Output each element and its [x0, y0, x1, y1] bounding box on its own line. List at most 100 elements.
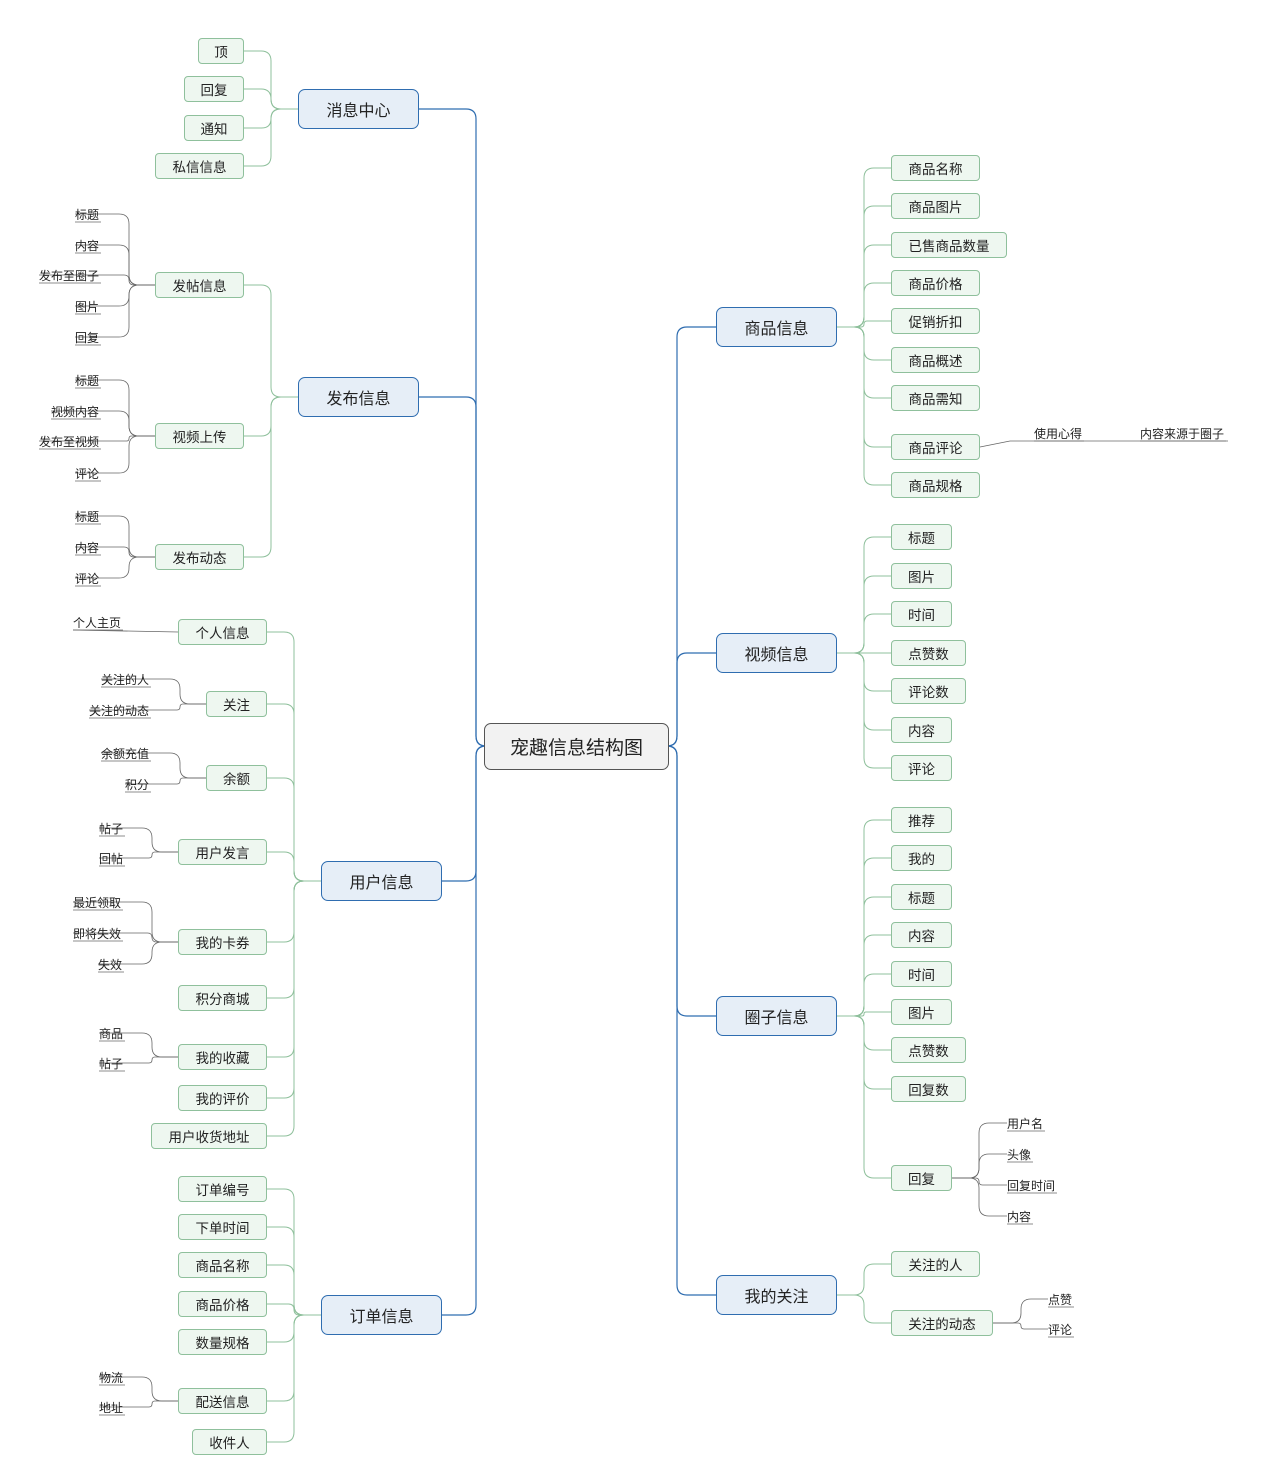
publish-video[interactable]: 视频上传: [155, 423, 244, 449]
order-receiver[interactable]: 收件人: [192, 1429, 267, 1455]
video-item[interactable]: 图片: [891, 563, 952, 589]
goods-item[interactable]: 促销折扣: [891, 308, 980, 334]
goods-review[interactable]: 商品评论: [891, 434, 980, 460]
msg-item[interactable]: 通知: [184, 115, 244, 141]
goods-item[interactable]: 商品图片: [891, 193, 980, 219]
circle-item[interactable]: 标题: [891, 884, 952, 910]
leaf-item: 回帖: [99, 851, 124, 866]
leaf-connector: [99, 1056, 178, 1064]
leaf-item: 即将失效: [73, 926, 122, 941]
goods-connector: [837, 320, 891, 328]
leaf-item: 回复时间: [1007, 1178, 1056, 1193]
root-node[interactable]: 宠趣信息结构图: [484, 723, 669, 770]
leaf-connector: [73, 932, 178, 943]
publish-dynamic[interactable]: 发布动态: [155, 544, 244, 570]
leaf-item: 评论: [1048, 1322, 1073, 1337]
user-address[interactable]: 用户收货地址: [151, 1123, 267, 1149]
circle-item[interactable]: 点赞数: [891, 1037, 966, 1063]
msg-connector: [244, 88, 298, 110]
leaf-item: 内容: [1007, 1209, 1032, 1224]
root-to-video: [666, 652, 716, 747]
leaf-connector: [99, 1400, 178, 1408]
msg-item[interactable]: 回复: [184, 76, 244, 102]
leaf-connector: [75, 515, 155, 558]
order-delivery[interactable]: 配送信息: [178, 1388, 267, 1414]
circle-connector: [837, 1011, 891, 1017]
goods-item[interactable]: 商品需知: [891, 385, 980, 411]
video-item[interactable]: 评论: [891, 755, 952, 781]
order-item[interactable]: 商品名称: [178, 1252, 267, 1278]
publish-connector: [244, 396, 298, 558]
leaf-item: 用户名: [1007, 1116, 1044, 1131]
circle-item[interactable]: 我的: [891, 845, 952, 871]
branch-goods-info[interactable]: 商品信息: [716, 307, 837, 347]
leaf-connector: [98, 941, 178, 965]
leaf-connector: [952, 1153, 1007, 1179]
goods-item[interactable]: 商品名称: [891, 155, 980, 181]
order-item[interactable]: 订单编号: [178, 1176, 267, 1202]
leaf-item: 标题: [75, 373, 100, 388]
follow-people[interactable]: 关注的人: [891, 1251, 980, 1277]
user-profile[interactable]: 个人信息: [178, 619, 267, 645]
video-item[interactable]: 时间: [891, 601, 952, 627]
leaf-item: 发布至视频: [39, 434, 100, 449]
leaf-item: 地址: [99, 1400, 124, 1415]
goods-spec[interactable]: 商品规格: [891, 472, 980, 498]
order-connector: [267, 1314, 321, 1443]
branch-order-info[interactable]: 订单信息: [321, 1295, 442, 1335]
user-speech[interactable]: 用户发言: [178, 839, 267, 865]
user-balance[interactable]: 余额: [206, 765, 267, 791]
leaf-connector: [99, 851, 178, 859]
goods-item[interactable]: 商品概述: [891, 347, 980, 373]
video-item[interactable]: 评论数: [891, 678, 966, 704]
video-item[interactable]: 标题: [891, 524, 952, 550]
user-favorites[interactable]: 我的收藏: [178, 1044, 267, 1070]
order-item[interactable]: 数量规格: [178, 1329, 267, 1355]
leaf-connector: [993, 1322, 1048, 1330]
leaf-connector: [101, 752, 206, 779]
user-follow[interactable]: 关注: [206, 691, 267, 717]
circle-item[interactable]: 图片: [891, 999, 952, 1025]
leaf-item: 评论: [75, 466, 100, 481]
leaf-connector: [75, 435, 155, 474]
goods-item[interactable]: 已售商品数量: [891, 232, 1007, 258]
msg-item[interactable]: 私信信息: [155, 153, 244, 179]
goods-item[interactable]: 商品价格: [891, 270, 980, 296]
leaf-connector: [101, 678, 206, 705]
circle-connector: [837, 1015, 891, 1179]
circle-item[interactable]: 推荐: [891, 807, 952, 833]
leaf-item: 关注的人: [101, 672, 150, 687]
branch-publish-info[interactable]: 发布信息: [298, 377, 419, 417]
leaf-item: 内容: [75, 238, 100, 253]
leaf-item: 商品: [99, 1026, 124, 1041]
leaf-item: 回复: [75, 330, 100, 345]
leaf-connector: [99, 1376, 178, 1402]
root-to-circle: [666, 745, 716, 1017]
branch-message-center[interactable]: 消息中心: [298, 89, 419, 129]
circle-reply[interactable]: 回复: [891, 1165, 952, 1191]
leaf-connector: [73, 901, 178, 943]
leaf-item: 视频内容: [51, 404, 100, 419]
video-item[interactable]: 内容: [891, 717, 952, 743]
leaf-item: 失效: [98, 957, 123, 972]
order-item[interactable]: 下单时间: [178, 1214, 267, 1240]
video-connector: [837, 652, 891, 769]
user-reviews[interactable]: 我的评价: [178, 1085, 267, 1111]
circle-item[interactable]: 内容: [891, 922, 952, 948]
video-item[interactable]: 点赞数: [891, 640, 966, 666]
follow-dynamics[interactable]: 关注的动态: [891, 1310, 993, 1336]
branch-user-info[interactable]: 用户信息: [321, 861, 442, 901]
order-item[interactable]: 商品价格: [178, 1291, 267, 1317]
leaf-item: 发布至圈子: [39, 268, 100, 283]
branch-my-follow[interactable]: 我的关注: [716, 1275, 837, 1315]
circle-item[interactable]: 时间: [891, 961, 952, 987]
circle-item[interactable]: 回复数: [891, 1076, 966, 1102]
user-points-mall[interactable]: 积分商城: [178, 985, 267, 1011]
root-to-goods: [666, 326, 716, 747]
msg-item[interactable]: 顶: [198, 38, 244, 64]
leaf-item: 标题: [75, 509, 100, 524]
user-coupons[interactable]: 我的卡券: [178, 929, 267, 955]
publish-post[interactable]: 发帖信息: [155, 272, 244, 298]
branch-circle-info[interactable]: 圈子信息: [716, 996, 837, 1036]
branch-video-info[interactable]: 视频信息: [716, 633, 837, 673]
